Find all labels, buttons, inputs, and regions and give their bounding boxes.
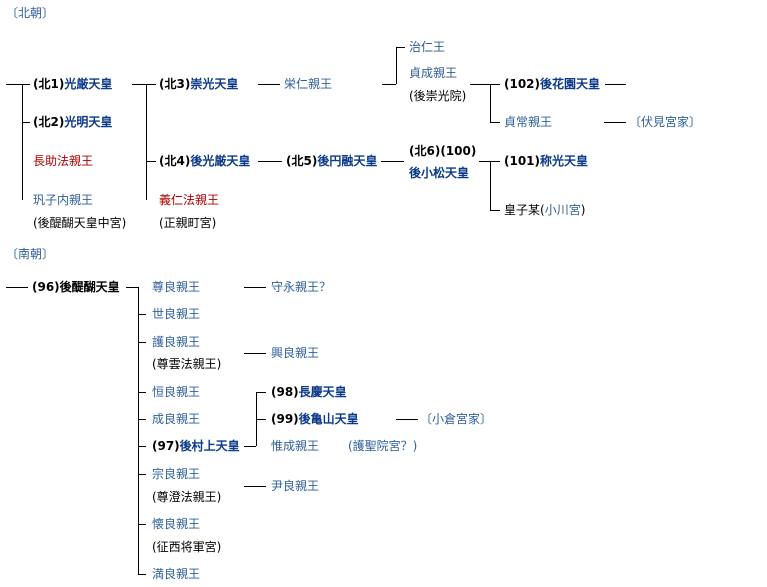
note-kuko: (後醍醐天皇中宮)	[33, 216, 127, 230]
node-gokogon[interactable]: (北4)後光厳天皇	[159, 154, 251, 168]
node-godaigo[interactable]: (96)後醍醐天皇	[32, 280, 120, 294]
node-mitsuyoshi[interactable]: 満良親王	[152, 567, 201, 581]
node-ogura-house[interactable]: 〔小倉宮家〕	[420, 412, 493, 426]
node-tsuneyoshi[interactable]: 恒良親王	[152, 385, 201, 399]
prefix-gokomatsu: (北6)(100)	[409, 144, 477, 158]
north-heading: 〔北朝〕	[6, 6, 55, 20]
node-gomurakami[interactable]: (97)後村上天皇	[152, 439, 240, 453]
node-gohanazono[interactable]: (102)後花園天皇	[504, 77, 601, 91]
node-kaneyoshi[interactable]: 懐良親王	[152, 517, 201, 531]
node-shoko[interactable]: (101)称光天皇	[504, 154, 589, 168]
node-sadatsune[interactable]: 貞常親王	[504, 115, 553, 129]
node-morinaga[interactable]: 守永親王？	[271, 280, 332, 294]
note-sadafusa: (後崇光院)	[409, 89, 467, 103]
node-fushimi-house[interactable]: 〔伏見宮家〕	[629, 115, 702, 129]
node-koreyoshi[interactable]: 惟成親王	[271, 439, 320, 453]
node-eijin[interactable]: 栄仁親王	[284, 77, 333, 91]
node-gijin[interactable]: 義仁法親王	[159, 193, 220, 207]
node-muneyoshi[interactable]: 宗良親王	[152, 467, 201, 481]
note-koreyoshi: (護聖院宮？)	[348, 439, 418, 453]
node-gokomatsu[interactable]: 後小松天皇	[409, 166, 470, 180]
node-kogon[interactable]: (北1)光厳天皇	[33, 77, 113, 91]
node-chojo[interactable]: 長助法親王	[33, 154, 94, 168]
note-gijin: (正親町宮)	[159, 216, 217, 230]
node-takanaga[interactable]: 尊良親王	[152, 280, 201, 294]
node-sadafusa[interactable]: 貞成親王	[409, 66, 458, 80]
node-oshi[interactable]: 皇子某(小川宮)	[504, 203, 586, 217]
node-kuko[interactable]: 㺬子内親王	[33, 193, 94, 207]
node-yoyoshi[interactable]: 世良親王	[152, 307, 201, 321]
node-gokameyama[interactable]: (99)後亀山天皇	[271, 412, 359, 426]
node-jijin[interactable]: 治仁王	[409, 40, 446, 54]
node-chokei[interactable]: (98)長慶天皇	[271, 385, 347, 399]
note-moriyoshi: (尊雲法親王)	[152, 357, 222, 371]
node-moriyoshi[interactable]: 護良親王	[152, 335, 201, 349]
node-komyo[interactable]: (北2)光明天皇	[33, 115, 113, 129]
node-okiyoshi[interactable]: 興良親王	[271, 346, 320, 360]
note-muneyoshi: (尊澄法親王)	[152, 490, 222, 504]
south-heading: 〔南朝〕	[6, 247, 55, 261]
node-suko[interactable]: (北3)崇光天皇	[159, 77, 239, 91]
node-nariyoshi[interactable]: 成良親王	[152, 412, 201, 426]
note-kaneyoshi: (征西将軍宮)	[152, 540, 222, 554]
node-tadayoshi[interactable]: 尹良親王	[271, 479, 320, 493]
node-goenyu[interactable]: (北5)後円融天皇	[286, 154, 378, 168]
